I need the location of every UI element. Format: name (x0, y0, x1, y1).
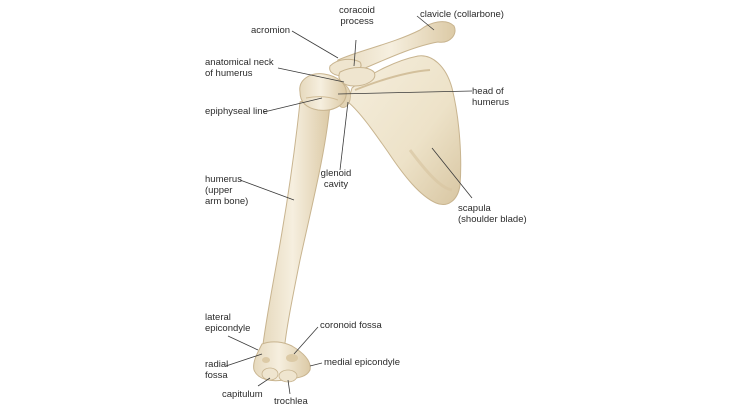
label-epiphyseal-line: epiphyseal line (205, 106, 268, 117)
trochlea-text: trochlea (274, 396, 308, 407)
label-lateral-epicondyle: lateral epicondyle (205, 312, 250, 334)
humerus-head (299, 73, 347, 111)
humerus-shaft (261, 98, 331, 353)
label-trochlea: trochlea (274, 396, 308, 407)
humerus-text-1: humerus (205, 174, 242, 185)
humerus-text-2: (upper (205, 185, 233, 196)
coronoid-fossa-hollow (286, 354, 298, 362)
glenoid-text-1: glenoid (320, 168, 352, 179)
scapula-shadow (408, 149, 453, 192)
capitulum-bump (261, 367, 279, 381)
acromion-text: acromion (251, 25, 291, 36)
label-humerus: humerus (upper arm bone) (205, 174, 248, 207)
humerus-text-3: arm bone) (205, 196, 249, 207)
radial-text-1: radial (205, 359, 229, 370)
label-capitulum: capitulum (222, 389, 263, 400)
radial-text-2: fossa (205, 370, 228, 381)
label-medial-epicondyle: medial epicondyle (324, 357, 400, 368)
label-acromion: acromion (251, 25, 290, 36)
clavicle-text: clavicle (collarbone) (420, 9, 504, 20)
lateral-text-2: epicondyle (205, 323, 251, 334)
anatomical-neck-text-1: anatomical neck (205, 57, 274, 68)
coronoid-text: coronoid fossa (320, 320, 382, 331)
coracoid-text-1: coracoid (339, 5, 375, 16)
coracoid-text-2: process (340, 16, 374, 27)
scapula-text-1: scapula (458, 203, 491, 214)
capitulum-text: capitulum (222, 389, 263, 400)
head-text-2: humerus (472, 97, 509, 108)
label-anatomical-neck: anatomical neck of humerus (205, 57, 274, 79)
scapula-text-2: (shoulder blade) (458, 214, 527, 225)
epiphyseal-text: epiphyseal line (205, 106, 268, 117)
lateral-text-1: lateral (205, 312, 231, 323)
label-radial-fossa: radial fossa (205, 359, 228, 381)
glenoid-text-2: cavity (323, 179, 349, 190)
label-glenoid-cavity: glenoid cavity (318, 168, 354, 190)
epiphyseal-line-mark (305, 96, 339, 101)
label-coracoid-process: coracoid process (332, 5, 382, 27)
head-text-1: head of (472, 86, 504, 97)
anatomical-neck-text-2: of humerus (205, 68, 253, 79)
leader-lines (225, 15, 473, 395)
label-coronoid-fossa: coronoid fossa (320, 320, 382, 331)
scapula-spine-ridge (354, 69, 431, 91)
label-clavicle: clavicle (collarbone) (420, 9, 504, 20)
medial-text: medial epicondyle (324, 357, 401, 368)
radial-fossa-hollow (262, 357, 270, 363)
label-head-of-humerus: head of humerus (472, 86, 509, 108)
label-scapula: scapula (shoulder blade) (458, 203, 527, 225)
